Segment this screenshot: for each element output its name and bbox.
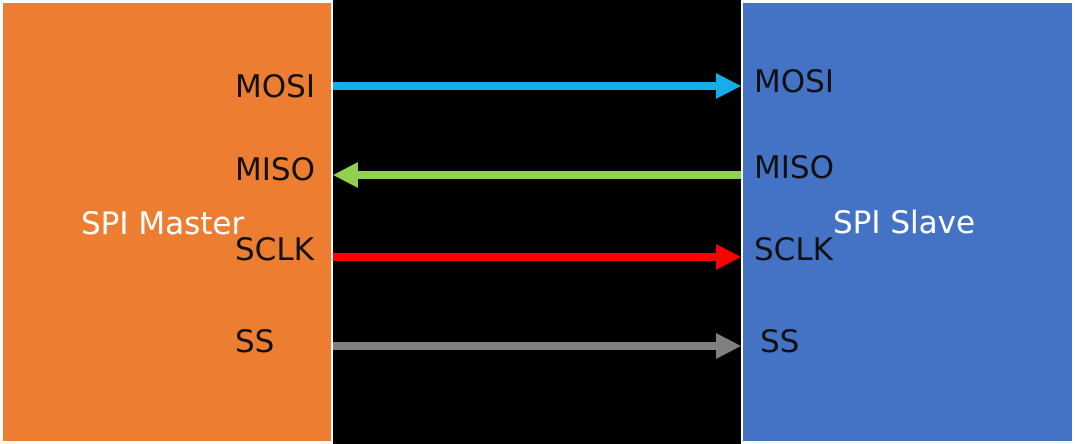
spi-master-block: SPI Master	[0, 0, 333, 444]
slave-signal-mosi: MOSI	[754, 64, 834, 100]
spi-master-label: SPI Master	[81, 206, 245, 242]
arrow-mosi-head	[716, 73, 741, 99]
arrow-miso-head	[333, 162, 358, 188]
master-signal-sclk: SCLK	[235, 232, 314, 268]
master-signal-miso: MISO	[235, 152, 315, 188]
arrow-mosi	[333, 73, 741, 99]
slave-signal-miso: MISO	[754, 150, 834, 186]
spi-slave-block: SPI Slave	[741, 0, 1075, 444]
slave-signal-ss: SS	[760, 324, 800, 360]
master-signal-ss: SS	[235, 324, 275, 360]
arrow-sclk	[333, 244, 741, 270]
arrow-ss	[333, 333, 741, 359]
master-signal-mosi: MOSI	[235, 69, 315, 105]
spi-slave-label: SPI Slave	[833, 205, 976, 241]
slave-signal-sclk: SCLK	[754, 232, 833, 268]
arrow-ss-head	[716, 333, 741, 359]
arrow-sclk-head	[716, 244, 741, 270]
arrow-miso	[333, 162, 741, 188]
